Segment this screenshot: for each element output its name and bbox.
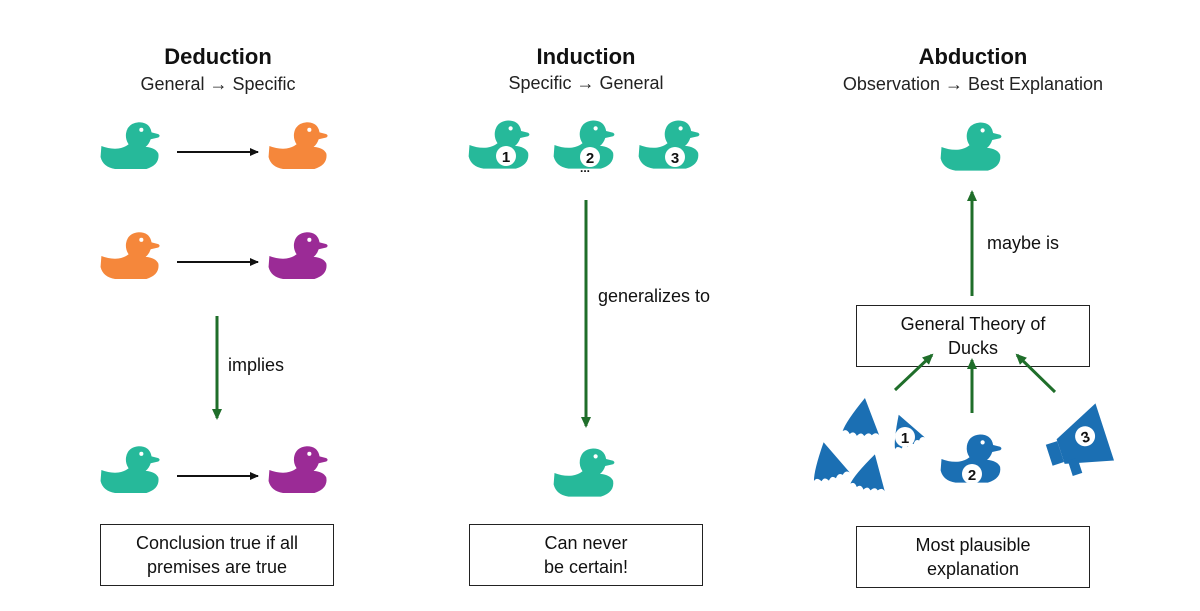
observation-1-feet: 1 [806,395,926,495]
duck-icon [268,446,328,493]
abduction-conclusion-box: Most plausible explanation [856,526,1090,588]
abduction-title: Abduction [918,44,1028,69]
duck-number: 2 [586,150,594,167]
general-theory-box: General Theory of Ducks [856,305,1090,367]
implies-label: implies [228,355,285,375]
deduction-conclusion-box: Conclusion true if all premises are true [100,524,334,586]
duck-foot-icon [806,438,851,484]
duck-icon [940,122,1002,171]
evidence-arrow-1 [893,353,934,392]
evidence-arrow-3 [1015,353,1057,394]
megaphone-icon [1067,457,1083,476]
induction-duck-1: 1 [468,120,530,169]
duck-foot-icon [842,395,885,439]
induction-title: Induction [536,44,636,69]
observation-2-duck: 2 [940,434,1002,484]
duck-icon [268,122,328,169]
maybe-is-label: maybe is [987,233,1060,253]
induction-duck-2: 2 ... [553,120,615,175]
deduction-row-1 [100,122,328,169]
duck-icon [553,448,615,497]
generalizes-label: generalizes to [598,286,711,306]
observation-number: 2 [968,467,976,484]
duck-icon [268,232,328,279]
deduction-subtitle: General → Specific [140,74,296,94]
induction-duck-3: 3 [638,120,700,169]
deduction-title: Deduction [164,44,272,69]
duck-icon [100,232,160,279]
abduction-subtitle: Observation → Best Explanation [842,74,1104,94]
deduction-row-2 [100,232,328,279]
duck-foot-icon [849,450,893,495]
megaphone-icon [1045,441,1065,466]
deduction-row-3 [100,446,328,493]
duck-icon [100,122,160,169]
induction-subtitle: Specific → General [508,73,664,93]
observation-3-megaphone: 3 [1045,403,1114,476]
duck-number: 1 [502,149,510,166]
observation-number: 1 [901,430,909,447]
duck-number: 3 [671,150,679,167]
induction-conclusion-box: Can never be certain! [469,524,703,586]
ellipsis: ... [580,161,590,175]
duck-icon [100,446,160,493]
